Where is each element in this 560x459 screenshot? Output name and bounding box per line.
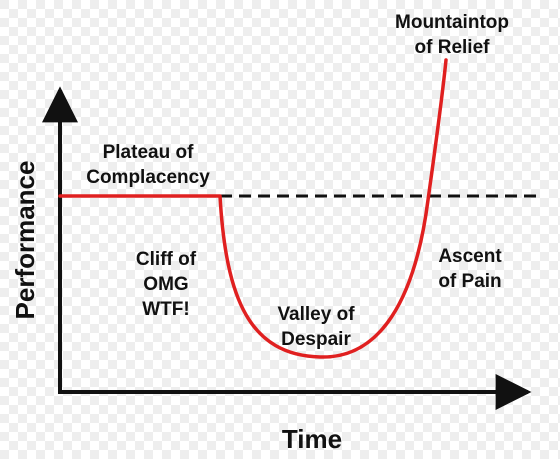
y-axis-label: Performance <box>10 161 40 320</box>
plateau-label-line-2: Complacency <box>86 167 210 188</box>
plateau-label-line-1: Plateau of <box>103 142 194 163</box>
cliff-label-line-1: Cliff of <box>136 249 197 270</box>
cliff-label-line-2: OMG <box>143 274 188 295</box>
ascent-label-line-2: of Pain <box>438 271 501 292</box>
x-axis-label: Time <box>282 424 342 454</box>
performance-curve <box>58 58 448 359</box>
ascent-label-line-1: Ascent <box>438 246 502 267</box>
mountaintop-label-line-2: of Relief <box>415 37 491 58</box>
cliff-label-line-3: WTF! <box>142 299 189 320</box>
valley-label-line-1: Valley of <box>277 304 355 325</box>
mountaintop-label-line-1: Mountaintop <box>395 12 509 33</box>
valley-label-line-2: Despair <box>281 329 351 350</box>
